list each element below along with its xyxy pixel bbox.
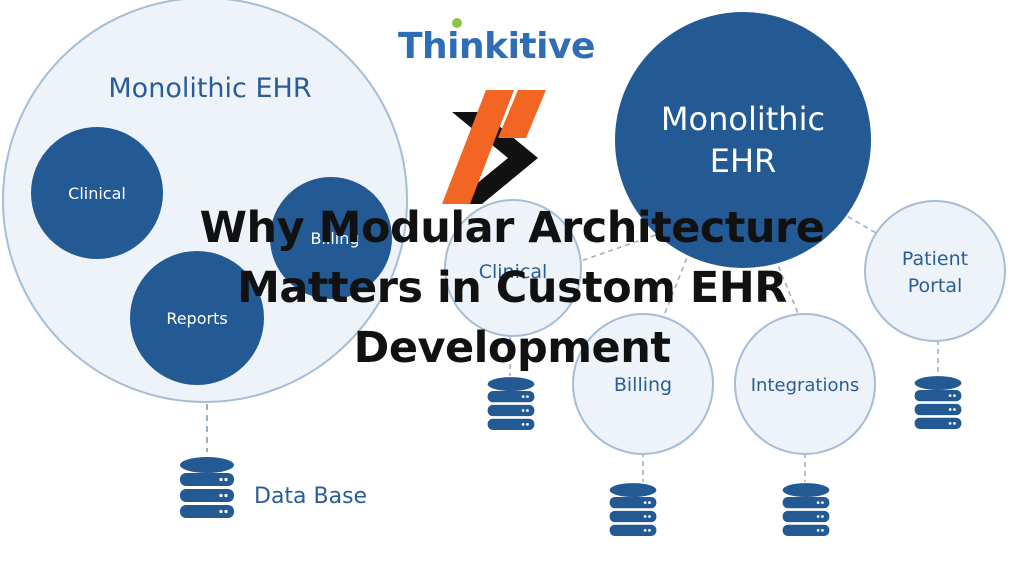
- core-label-line1: Monolithic: [661, 100, 825, 138]
- service-clinical-circle: [444, 199, 582, 337]
- module-reports-circle: [130, 251, 264, 385]
- service-integrations-label: Integrations: [751, 375, 860, 396]
- service-integrations-circle: [734, 313, 876, 455]
- thinkitive-logo-mark: [442, 90, 546, 204]
- service-billing-label: Billing: [614, 374, 672, 396]
- core-label-line2: EHR: [710, 142, 777, 180]
- connector-core-clinical: [577, 231, 665, 263]
- service-billing-circle: [572, 313, 714, 455]
- module-clinical-circle: [31, 127, 163, 259]
- headline-line-1: Why Modular Architecture: [199, 203, 825, 253]
- module-billing-circle: [270, 177, 392, 299]
- database-icon: [609, 483, 657, 536]
- database-icon: [914, 376, 962, 429]
- headline: Why Modular Architecture Matters in Cust…: [150, 198, 874, 378]
- connector-core-billing: [662, 249, 691, 319]
- core-circle: [615, 12, 871, 268]
- brand-dot-icon: [452, 18, 462, 28]
- monolith-outer-circle: [2, 0, 408, 403]
- database-icon: [782, 483, 830, 536]
- module-billing-label: Billing: [310, 229, 359, 248]
- service-portal-label-line1: Patient: [902, 248, 968, 270]
- database-icon: [487, 377, 535, 430]
- monolith-title: Monolithic EHR: [108, 73, 311, 104]
- headline-line-3: Development: [353, 323, 671, 373]
- brand-name: Thinkitive: [398, 26, 595, 67]
- service-portal-label-line2: Portal: [908, 275, 963, 297]
- connector-core-integrations: [774, 257, 801, 319]
- service-clinical-label: Clinical: [479, 261, 548, 283]
- database-icon: [180, 457, 234, 518]
- module-reports-label: Reports: [166, 309, 227, 328]
- service-portal-circle: [864, 200, 1006, 342]
- headline-line-2: Matters in Custom EHR: [237, 263, 787, 313]
- module-clinical-label: Clinical: [68, 184, 126, 203]
- database-label: Data Base: [254, 484, 367, 509]
